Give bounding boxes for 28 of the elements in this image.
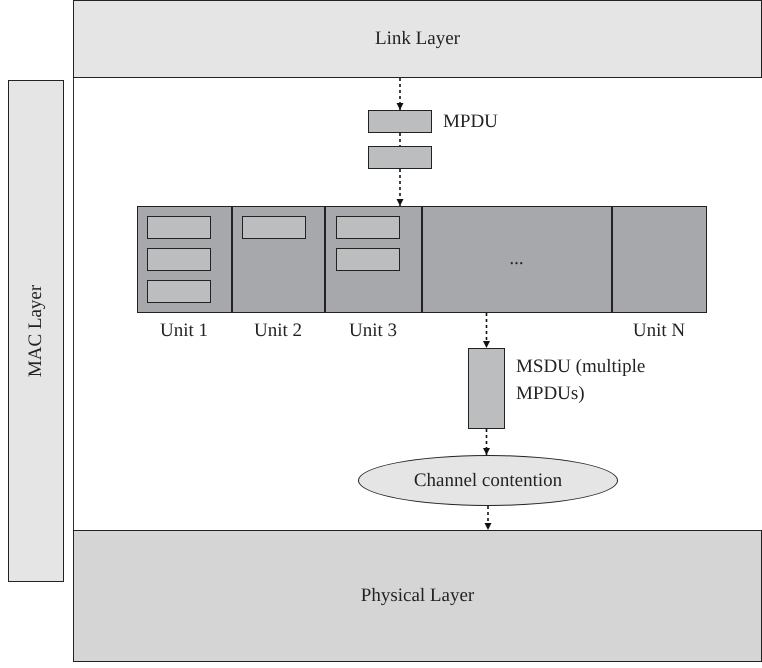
unit-label: Unit N bbox=[632, 320, 686, 342]
ellipsis-text: ... bbox=[509, 248, 524, 270]
band-label: Link Layer bbox=[375, 28, 460, 50]
layer-band bbox=[73, 0, 762, 78]
queue-unit bbox=[422, 206, 612, 312]
arrow bbox=[484, 506, 492, 530]
packet-box bbox=[242, 216, 306, 239]
packet-box bbox=[336, 248, 400, 271]
band-label: Physical Layer bbox=[360, 585, 474, 607]
arrow bbox=[396, 78, 404, 110]
packet-box bbox=[147, 248, 211, 271]
packet-box bbox=[147, 280, 211, 303]
caption-text: MPDU bbox=[443, 110, 498, 134]
ellipse-label: Channel contention bbox=[414, 470, 562, 492]
arrow bbox=[396, 169, 404, 206]
unit-label: Unit 2 bbox=[254, 320, 302, 342]
packet-box bbox=[336, 216, 400, 239]
layer-band bbox=[73, 530, 762, 662]
packet-box bbox=[147, 216, 211, 239]
arrow bbox=[483, 429, 490, 455]
band-label: MAC Layer bbox=[25, 284, 47, 378]
arrow bbox=[483, 313, 490, 348]
unit-label: Unit 3 bbox=[348, 320, 398, 342]
packet-box bbox=[368, 146, 432, 169]
layer-band bbox=[8, 80, 64, 582]
connector-line bbox=[399, 133, 401, 146]
caption-text: MSDU (multiple MPDUs) bbox=[516, 355, 646, 406]
unit-label: Unit 1 bbox=[160, 320, 208, 342]
